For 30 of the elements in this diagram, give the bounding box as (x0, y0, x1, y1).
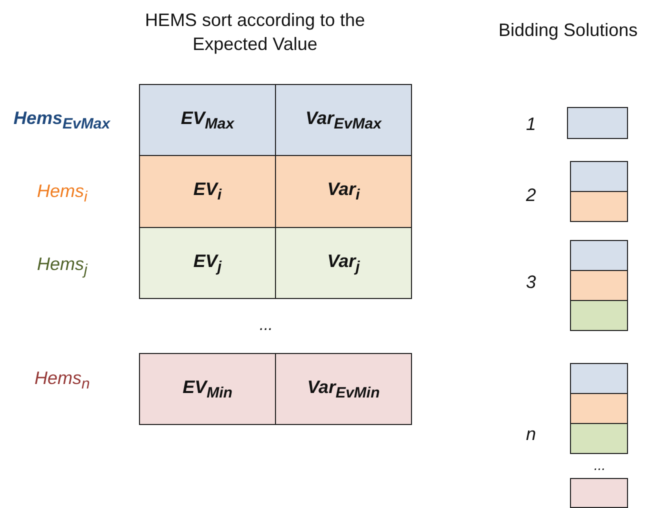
bid-block (570, 423, 628, 454)
heading: HEMS sort according to the Expected Value (144, 9, 366, 56)
ellipsis: ... (594, 457, 606, 473)
table-cell-value: Var$_{j}$ (275, 227, 412, 299)
solution-number: 3 (526, 272, 536, 292)
bid-block (570, 393, 628, 424)
heading: Bidding Solutions (498, 20, 638, 40)
bid-block (570, 270, 628, 301)
row-label: Hems$_{i}$ (37, 180, 88, 206)
solution-number: n (526, 424, 536, 444)
bid-block (570, 240, 628, 271)
table-cell-value: Var$_{EvMin}$ (275, 353, 412, 425)
table-cell-value: EV$_{Min}$ (139, 353, 276, 425)
table-cell-value: EV$_{i}$ (139, 155, 276, 228)
solution-number: 1 (526, 114, 536, 134)
bid-block (570, 478, 628, 508)
table-cell-value: Var$_{EvMax}$ (275, 84, 412, 156)
bid-block (570, 191, 628, 222)
bid-block (570, 161, 628, 192)
solution-number: 2 (526, 184, 536, 206)
bid-block (567, 107, 628, 139)
ellipsis: ... (260, 317, 273, 335)
table-cell-value: Var$_{i}$ (275, 155, 412, 228)
row-label: Hems$_{j}$ (37, 254, 88, 278)
table-cell-value: EV$_{Max}$ (139, 84, 276, 156)
table-cell-value: EV$_{j}$ (139, 227, 276, 299)
row-label: Hems$_{EvMax}$ (14, 108, 110, 132)
row-label: Hems$_{n}$ (34, 368, 90, 392)
bid-block (570, 300, 628, 331)
bid-block (570, 363, 628, 394)
